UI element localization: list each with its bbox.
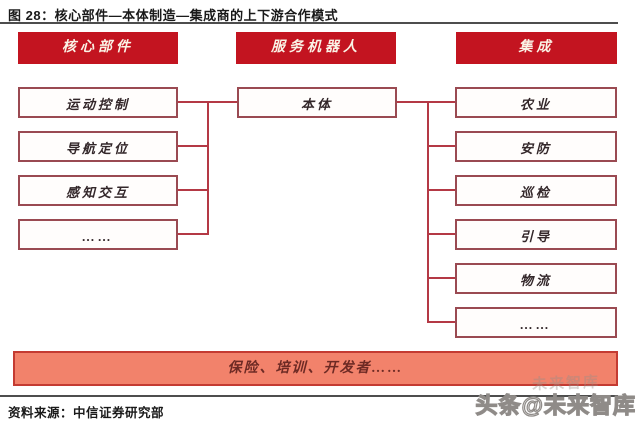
connector-bus-to-body [207,101,237,103]
node-navigation-positioning: 导航定位 [18,131,178,162]
connector-left-branch-4 [178,233,208,235]
connector-left-bus [207,101,209,235]
figure-title: 图 28：核心部件—本体制造—集成商的上下游合作模式 [8,8,339,23]
header-service-robots: 服务机器人 [236,32,396,64]
connector-left-branch-3 [178,189,208,191]
node-perception-interaction: 感知交互 [18,175,178,206]
node-body: 本体 [237,87,397,118]
header-integration: 集成 [456,32,617,64]
connector-left-branch-2 [178,145,208,147]
node-logistics: 物流 [455,263,617,294]
node-agriculture: 农业 [455,87,617,118]
connector-left-branch-1 [178,101,208,103]
bottom-bar-ecosystem: 保险、培训、开发者…… [13,351,618,386]
connector-right-branch-4 [427,233,455,235]
footer-divider [0,395,618,397]
connector-right-branch-6 [427,321,455,323]
node-motion-control: 运动控制 [18,87,178,118]
node-right-ellipsis: …… [455,307,617,338]
node-security: 安防 [455,131,617,162]
source-note: 资料来源：中信证券研究部 [8,406,165,420]
node-left-ellipsis: …… [18,219,178,250]
node-inspection: 巡检 [455,175,617,206]
connector-right-branch-2 [427,145,455,147]
connector-body-to-right [397,101,455,103]
node-guidance: 引导 [455,219,617,250]
header-core-components: 核心部件 [18,32,178,64]
connector-right-branch-5 [427,277,455,279]
title-divider [0,22,618,24]
watermark: 头条@未来智库 [475,392,636,418]
connector-right-branch-3 [427,189,455,191]
connector-right-bus [427,101,429,323]
